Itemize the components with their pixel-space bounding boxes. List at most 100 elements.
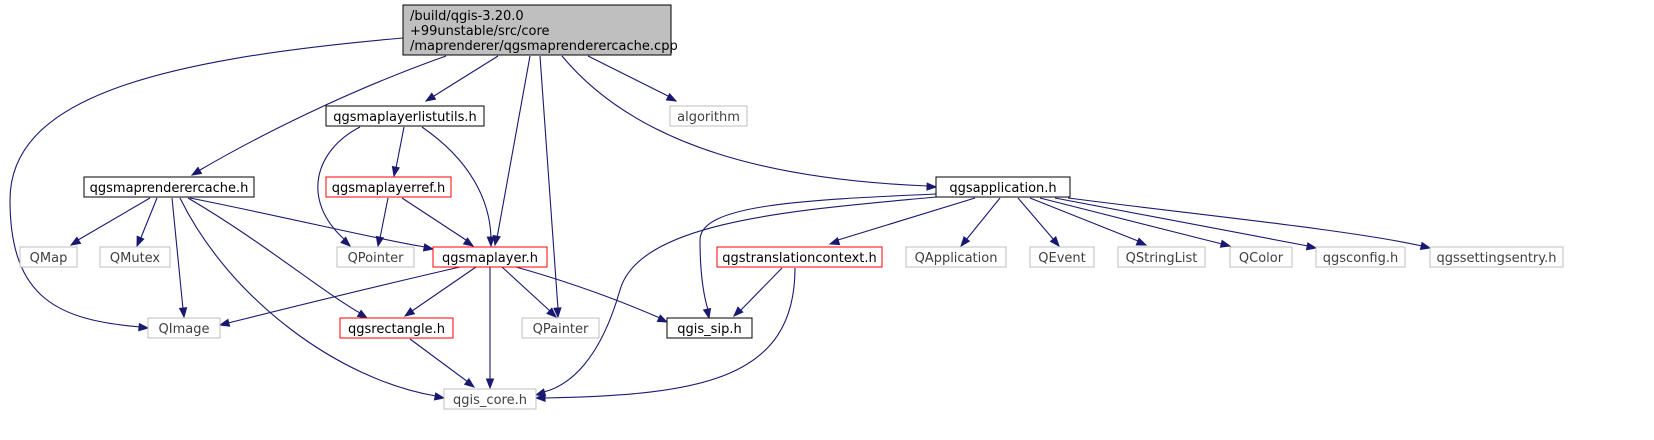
node-QStringList: QStringList — [1117, 246, 1206, 268]
node-qgis_sip[interactable]: qgis_sip.h — [666, 317, 753, 339]
nodes-layer: /build/qgis-3.20.0+99unstable/src/core/m… — [19, 4, 1564, 410]
node-box[interactable] — [325, 176, 452, 198]
node-label: +99unstable/src/core — [410, 24, 550, 39]
node-qgsmaplayerref[interactable]: qgsmaplayerref.h — [325, 176, 452, 198]
edge-line — [401, 197, 467, 241]
node-box — [905, 246, 1007, 268]
edge-line — [379, 197, 389, 239]
arrowhead — [665, 92, 678, 102]
node-box[interactable] — [935, 176, 1071, 198]
node-label: QEvent — [1038, 251, 1085, 266]
edge-qgsmaplayer-to-qgis_sip — [515, 266, 669, 323]
node-QImage: QImage — [147, 317, 221, 339]
edge-qgsapplication-to-qgsconfig — [1054, 197, 1318, 251]
node-QEvent: QEvent — [1029, 246, 1095, 268]
node-label: qgsconfig.h — [1323, 251, 1398, 266]
node-box[interactable] — [432, 246, 548, 268]
arrowhead — [138, 322, 150, 332]
node-root[interactable]: /build/qgis-3.20.0+99unstable/src/core/m… — [402, 4, 678, 56]
node-QColor: QColor — [1229, 246, 1293, 268]
node-box[interactable] — [83, 176, 255, 198]
node-box — [1029, 246, 1095, 268]
arrowhead — [190, 166, 203, 176]
node-box[interactable] — [716, 246, 883, 268]
arrowhead — [178, 307, 188, 319]
arrowhead — [403, 307, 416, 317]
edge-line — [561, 55, 929, 187]
node-QPointer: QPointer — [336, 246, 415, 268]
node-label: qgsmaplayerref.h — [332, 181, 446, 196]
edge-qgsmaprenderercache-to-QMap — [69, 197, 151, 246]
node-QMap: QMap — [19, 246, 78, 268]
node-box[interactable] — [339, 317, 454, 339]
edge-qgsmaprenderercache-to-QImage — [171, 197, 188, 319]
edge-line — [543, 196, 937, 393]
arrowhead — [960, 235, 971, 248]
node-label: qgis_core.h — [453, 393, 527, 408]
arrowhead — [733, 306, 744, 317]
arrowhead — [1135, 237, 1148, 246]
node-qgsmaplayer[interactable]: qgsmaplayer.h — [432, 246, 548, 268]
edge-line — [199, 55, 447, 171]
edge-qgsmaprenderercache-to-QMutex — [136, 197, 158, 248]
node-label: QApplication — [915, 251, 998, 266]
edge-qgsapplication-to-QStringList — [1029, 197, 1148, 246]
edge-qgsmaplayerlistutils-to-QPointer — [317, 126, 361, 247]
edge-qgsapplication-to-qgis_sip — [699, 193, 937, 320]
edge-root-to-qgsmaplayerlistutils — [424, 55, 499, 102]
node-label: QColor — [1239, 251, 1284, 266]
node-qgsrectangle[interactable]: qgsrectangle.h — [339, 317, 454, 339]
node-box — [669, 105, 748, 127]
node-QMutex: QMutex — [99, 246, 171, 268]
node-box — [147, 317, 221, 339]
node-label: QImage — [159, 322, 210, 337]
edge-qgsapplication-to-QEvent — [1017, 197, 1060, 248]
node-box — [1229, 246, 1293, 268]
edge-qgsapplication-to-QApplication — [960, 197, 1001, 248]
edge-line — [411, 266, 477, 312]
node-box[interactable] — [402, 4, 672, 56]
node-box — [1117, 246, 1206, 268]
arrowhead — [546, 307, 558, 318]
node-box[interactable] — [325, 105, 485, 127]
edge-root-to-qgsmaplayer — [492, 55, 531, 247]
node-qgsmaplayerlistutils[interactable]: qgsmaplayerlistutils.h — [325, 105, 485, 127]
edge-qgsmaplayerref-to-qgsmaplayer — [401, 197, 475, 247]
edge-line — [421, 126, 492, 239]
node-qgsconfig: qgsconfig.h — [1315, 246, 1406, 268]
arrowhead — [656, 314, 669, 323]
arrowhead — [462, 237, 475, 247]
node-box — [1429, 246, 1564, 268]
edge-line — [837, 197, 976, 241]
edge-qgsapplication-to-QColor — [1039, 197, 1232, 248]
arrowhead — [534, 388, 547, 397]
edge-qgsapplication-to-qgssettingsentry — [1067, 197, 1432, 251]
arrowhead — [136, 235, 145, 248]
node-qgsapplication[interactable]: qgsapplication.h — [935, 176, 1071, 198]
arrowhead — [356, 309, 369, 319]
node-label: qgsapplication.h — [949, 181, 1056, 196]
edge-line — [317, 126, 361, 241]
node-qgstranslationcontext[interactable]: qgstranslationcontext.h — [716, 246, 883, 268]
edge-qgsmaprenderercache-to-qgsmaplayer — [189, 197, 435, 252]
edge-root-to-QPainter — [539, 55, 562, 319]
node-box — [336, 246, 415, 268]
node-qgsmaprenderercache[interactable]: qgsmaprenderercache.h — [83, 176, 255, 198]
node-box — [521, 317, 600, 339]
node-qgis_core: qgis_core.h — [443, 388, 537, 410]
arrowhead — [69, 236, 82, 246]
edge-line — [227, 266, 461, 324]
node-box[interactable] — [666, 317, 753, 339]
edge-line — [699, 193, 937, 311]
edge-qgsapplication-to-qgstranslationcontext — [828, 197, 976, 246]
node-label: /maprenderer/qgsmaprenderercache.cpp — [410, 39, 678, 54]
edge-root-to-qgsmaprenderercache — [190, 55, 447, 176]
edge-qgsmaplayerref-to-QPointer — [375, 197, 389, 248]
node-label: qgis_sip.h — [677, 322, 741, 337]
node-box — [1315, 246, 1406, 268]
arrowhead — [340, 236, 352, 247]
edge-root-to-qgsapplication — [561, 55, 938, 191]
edge-root-to-algorithm — [587, 55, 678, 102]
node-algorithm: algorithm — [669, 105, 748, 127]
node-box — [99, 246, 171, 268]
